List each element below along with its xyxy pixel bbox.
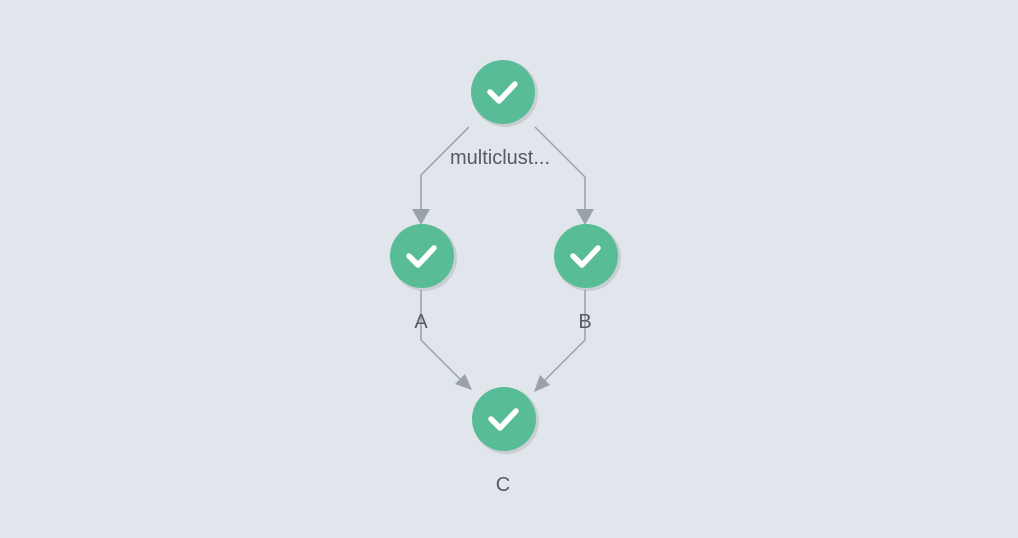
check-icon [406, 245, 437, 268]
node-status-circle [554, 224, 618, 288]
check-icon [488, 408, 519, 431]
node-label-c: C [496, 474, 510, 496]
workflow-node-a[interactable] [390, 224, 457, 291]
edges [412, 126, 594, 392]
node-status-circle [472, 387, 536, 451]
check-icon [570, 245, 601, 268]
check-icon [487, 81, 518, 104]
node-label-b: B [578, 311, 591, 333]
edge-b-to-c [534, 290, 586, 392]
node-label-a: A [414, 311, 428, 333]
edge-root-to-b [534, 126, 594, 225]
node-label-root: multiclust... [450, 147, 550, 169]
node-status-circle [390, 224, 454, 288]
node-status-circle [471, 60, 535, 124]
workflow-node-b[interactable] [554, 224, 621, 291]
workflow-node-root[interactable] [471, 60, 538, 127]
edge-a-to-c [420, 290, 472, 390]
edge-root-to-a [412, 126, 470, 225]
workflow-node-c[interactable] [472, 387, 539, 454]
